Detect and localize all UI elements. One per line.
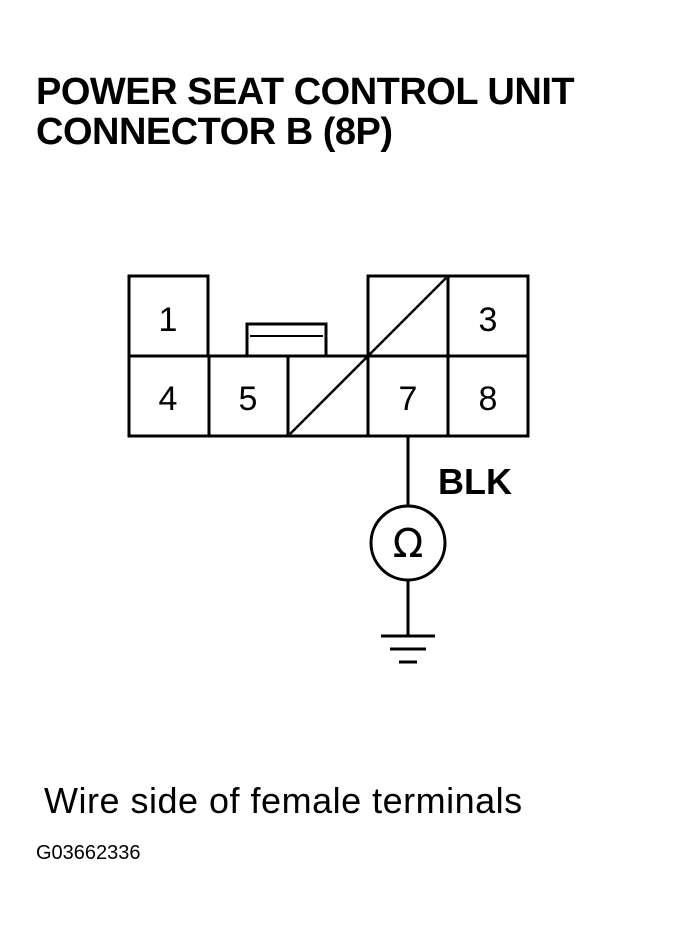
pin-label-1: 1 [159,301,178,339]
diagram-caption: Wire side of female terminals [44,780,523,821]
figure-id: G03662336 [36,842,141,864]
pin-cell-8 [446,354,530,438]
ohm-symbol: Ω [393,521,424,567]
pin-label-7: 7 [399,380,418,418]
wire-color-label: BLK [438,461,512,502]
title-line-2: CONNECTOR B (8P) [36,111,393,153]
pin-label-5: 5 [239,380,258,418]
title-line-1: POWER SEAT CONTROL UNIT [36,71,575,113]
pin-label-8: 8 [479,380,498,418]
unused-cavity-diagonal [289,277,447,435]
ohmmeter-icon: Ω [369,504,447,582]
pin-label-3: 3 [479,301,498,339]
connector-body [127,274,530,438]
diagram-title: POWER SEAT CONTROL UNIT CONNECTOR B (8P) [36,71,575,153]
locking-tab [245,322,328,356]
ground-icon [381,634,435,664]
pin-label-4: 4 [159,380,178,418]
